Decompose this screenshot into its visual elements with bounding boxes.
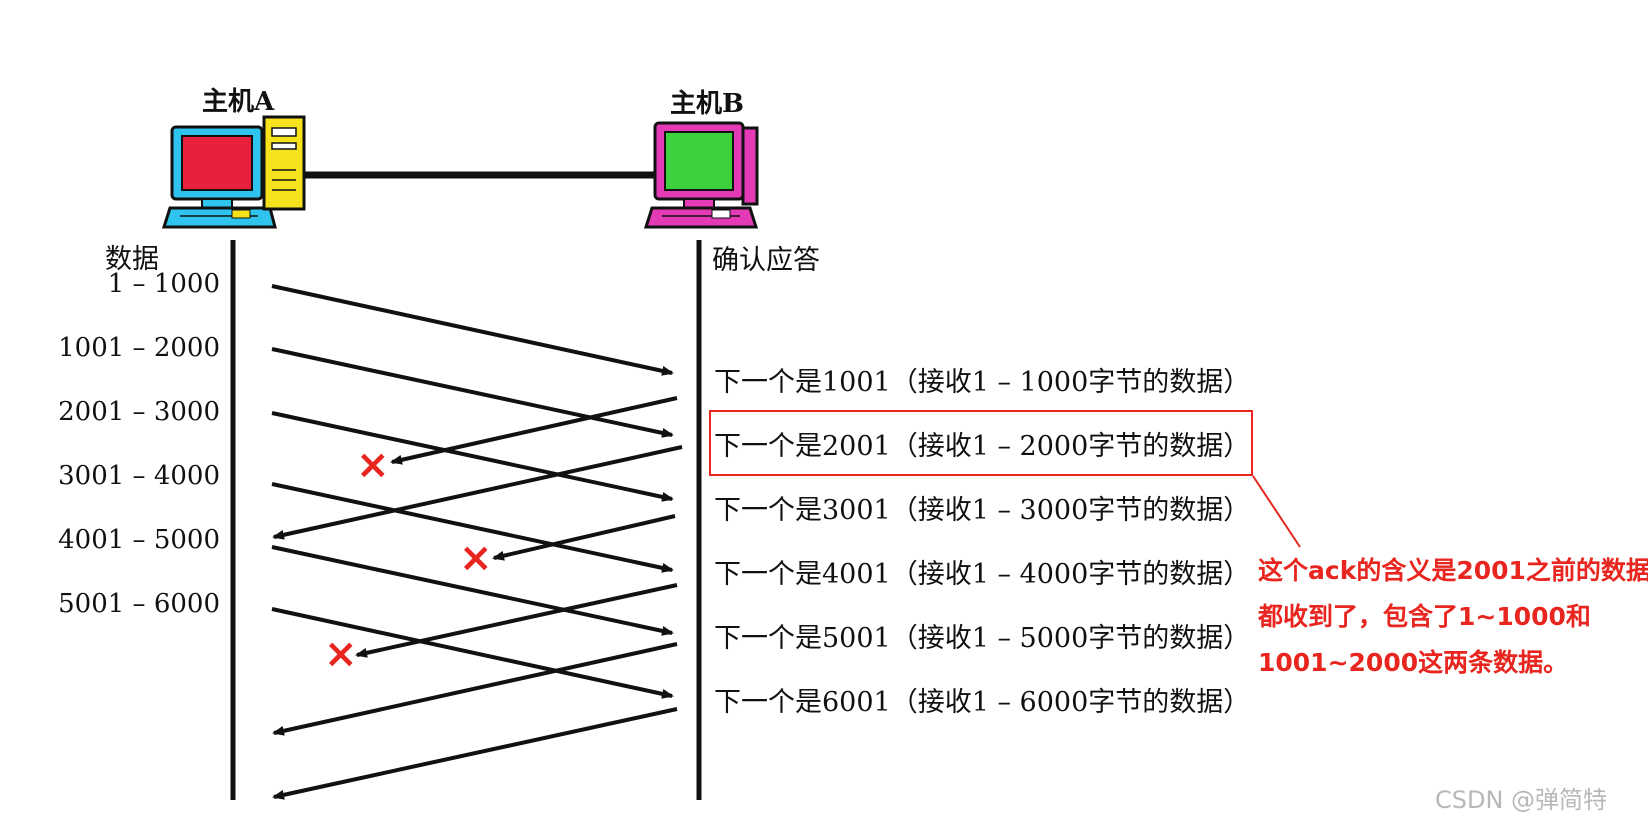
ack-arrows: [272, 396, 683, 800]
data-arrows: [271, 284, 674, 699]
annotation-note: 这个ack的含义是2001之前的数据都收到了，包含了1~1000和1001~20…: [1258, 556, 1648, 677]
ack-column-label: 确认应答: [712, 245, 820, 276]
segment-label: 1001 – 2000: [58, 333, 220, 363]
segment-label: 1 – 1000: [107, 269, 220, 299]
ack-arrow-lost: [355, 583, 678, 658]
host-b-computer-icon: [643, 121, 759, 229]
data-arrow: [271, 284, 674, 376]
ack-arrow: [272, 707, 678, 800]
lost-marker-icon: ×: [459, 535, 493, 581]
segment-label: 2001 – 3000: [58, 397, 220, 427]
highlight-box: [709, 410, 1253, 476]
data-arrow: [271, 482, 674, 573]
watermark: CSDN @弹简特: [1435, 786, 1608, 814]
host-a-computer-icon: [161, 115, 306, 229]
segment-label: 3001 – 4000: [58, 461, 220, 491]
data-arrow: [271, 545, 674, 636]
ack-label: 下一个是3001（接收1 – 3000字节的数据）: [714, 495, 1251, 526]
data-column-label: 数据: [105, 244, 159, 275]
data-arrow: [271, 347, 674, 438]
ack-label: 下一个是2001（接收1 – 2000字节的数据）: [714, 431, 1251, 462]
ack-label: 下一个是5001（接收1 – 5000字节的数据）: [714, 623, 1251, 654]
host-b-label: 主机B: [670, 89, 744, 119]
ack-label: 下一个是6001（接收1 – 6000字节的数据）: [714, 687, 1251, 718]
ack-arrow-lost: [492, 514, 676, 561]
ack-arrow-lost: [390, 396, 678, 465]
host-a-label: 主机A: [202, 87, 275, 117]
data-arrow: [271, 607, 674, 699]
ack-label: 下一个是1001（接收1 – 1000字节的数据）: [714, 367, 1251, 398]
segment-label: 5001 – 6000: [58, 589, 220, 619]
annotation-pointer: [1252, 475, 1301, 548]
segment-label: 4001 – 5000: [58, 525, 220, 555]
data-arrow: [271, 411, 674, 502]
ack-arrow: [272, 445, 683, 540]
ack-label: 下一个是4001（接收1 – 4000字节的数据）: [714, 559, 1251, 590]
lost-marker-icon: ×: [324, 631, 358, 677]
ack-arrow: [272, 642, 678, 736]
lost-marker-icon: ×: [356, 442, 390, 488]
